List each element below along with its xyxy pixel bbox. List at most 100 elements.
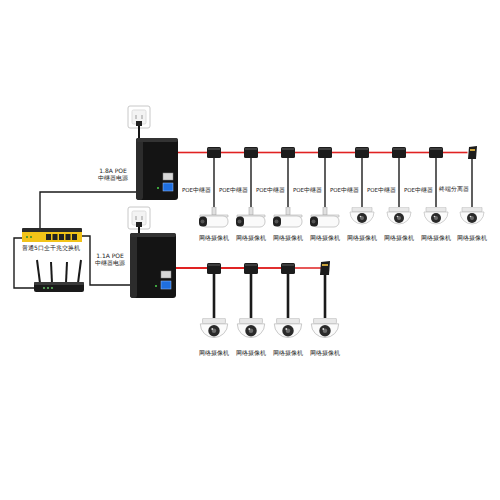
router-symbol xyxy=(34,282,84,292)
wall-socket xyxy=(136,115,137,119)
camera-mount xyxy=(212,207,216,215)
repeater-icon xyxy=(392,147,406,158)
dome-camera-icon xyxy=(272,318,304,348)
wall-socket xyxy=(138,126,140,138)
camera-lens xyxy=(248,328,250,330)
camera-lens xyxy=(285,328,287,330)
label-holder: 1.1A POE 中继器电源 xyxy=(92,253,128,267)
device-label: POE中继器 xyxy=(219,187,248,193)
cable-line xyxy=(176,268,251,318)
dome-camera-icon xyxy=(348,207,376,233)
network-camera: 网络摄像机 xyxy=(198,207,230,241)
switch-icon xyxy=(22,228,82,242)
splitter-symbol xyxy=(320,261,330,275)
camera-front xyxy=(199,217,207,227)
repeater-icon xyxy=(318,147,332,158)
cable-line xyxy=(176,268,214,318)
power-supply-icon xyxy=(136,138,178,200)
camera-front xyxy=(310,217,318,227)
device-label: POE中继器 xyxy=(404,187,433,193)
device-label: 网络摄像机 xyxy=(347,235,377,241)
camera-lens xyxy=(467,213,477,223)
camera-lens xyxy=(434,216,438,220)
switch-box: 普通5口全千兆交换机 xyxy=(22,228,82,252)
camera-lens xyxy=(212,328,217,333)
wall-socket xyxy=(136,121,142,126)
camera-lens xyxy=(357,213,367,223)
repeater-icon xyxy=(430,148,442,150)
poe-repeater: POE中继器 xyxy=(281,147,295,158)
power-supply-icon xyxy=(130,233,176,298)
cable-line xyxy=(443,152,468,154)
label-holder: POE中继器 xyxy=(182,187,211,193)
label-holder: POE中继器 xyxy=(219,187,248,193)
wall-socket xyxy=(142,216,143,220)
wall-socket xyxy=(128,106,150,138)
cable-line xyxy=(435,158,436,207)
power-supply-icon xyxy=(130,233,176,298)
wall-socket xyxy=(142,115,143,119)
poe-repeater: POE中继器 xyxy=(429,147,443,158)
device-label: 普通5口全千兆交换机 xyxy=(22,245,80,252)
repeater-icon xyxy=(208,148,220,150)
router-symbol xyxy=(51,262,52,283)
camera-lens xyxy=(323,328,328,333)
power-supply-icon xyxy=(136,138,178,142)
label-holder: 1.8A POE 中继器电源 xyxy=(92,168,134,182)
camera-lens xyxy=(394,213,404,223)
poe-repeater-symbol xyxy=(281,263,295,274)
wall-socket xyxy=(136,216,137,220)
dome-camera-icon xyxy=(422,207,450,233)
poe-repeater-symbol xyxy=(244,263,258,318)
cable-line xyxy=(176,268,288,318)
label-holder: POE中继器 xyxy=(330,187,359,193)
switch-port xyxy=(72,234,77,240)
cable-line xyxy=(369,152,392,154)
dome-camera-icon xyxy=(235,318,267,348)
cable-line xyxy=(258,152,281,154)
repeater-icon xyxy=(244,147,258,158)
terminal-splitter: 终端分离器 xyxy=(468,146,477,159)
power-port xyxy=(161,271,171,278)
cable-line xyxy=(398,158,399,207)
network-camera: 网络摄像机 xyxy=(235,207,267,241)
device-label: 网络摄像机 xyxy=(236,350,266,356)
splitter-symbol xyxy=(322,264,328,266)
camera-lens xyxy=(282,325,293,336)
camera-lens xyxy=(360,216,364,220)
device-label: 1.8A POE 中继器电源 xyxy=(92,168,134,182)
device-label: POE中继器 xyxy=(256,187,285,193)
camera-lens xyxy=(431,213,441,223)
network-camera: 网络摄像机 xyxy=(235,318,267,356)
repeater-icon xyxy=(318,147,332,158)
repeater-icon xyxy=(245,148,257,150)
power-supply-box: 1.1A POE 中继器电源 xyxy=(130,233,176,298)
device-label: POE中继器 xyxy=(330,187,359,193)
camera-base xyxy=(240,318,263,324)
camera-dome xyxy=(424,212,448,224)
repeater-icon xyxy=(319,148,331,150)
cable-line xyxy=(213,158,214,207)
camera-lens xyxy=(470,216,472,218)
poe-repeater-symbol xyxy=(287,274,290,318)
camera-mount xyxy=(323,207,327,215)
label-holder: 终端分离器 xyxy=(439,186,469,192)
wall-socket xyxy=(136,222,142,227)
wall-socket xyxy=(128,207,150,229)
bullet-camera-icon xyxy=(198,207,230,233)
cable-line xyxy=(361,158,362,207)
device-label: POE中继器 xyxy=(293,187,322,193)
repeater-icon xyxy=(281,147,295,158)
camera-front xyxy=(236,217,244,227)
poe-repeater-symbol xyxy=(250,274,253,318)
power-supply-icon xyxy=(130,233,176,237)
repeater-icon xyxy=(355,147,369,158)
device-label: 网络摄像机 xyxy=(273,235,303,241)
camera-lens xyxy=(208,325,219,336)
network-camera: 网络摄像机 xyxy=(272,318,304,356)
poe-repeater: POE中继器 xyxy=(207,147,221,158)
camera-lens xyxy=(397,216,401,220)
switch-port xyxy=(66,234,71,240)
camera-base xyxy=(277,318,300,324)
